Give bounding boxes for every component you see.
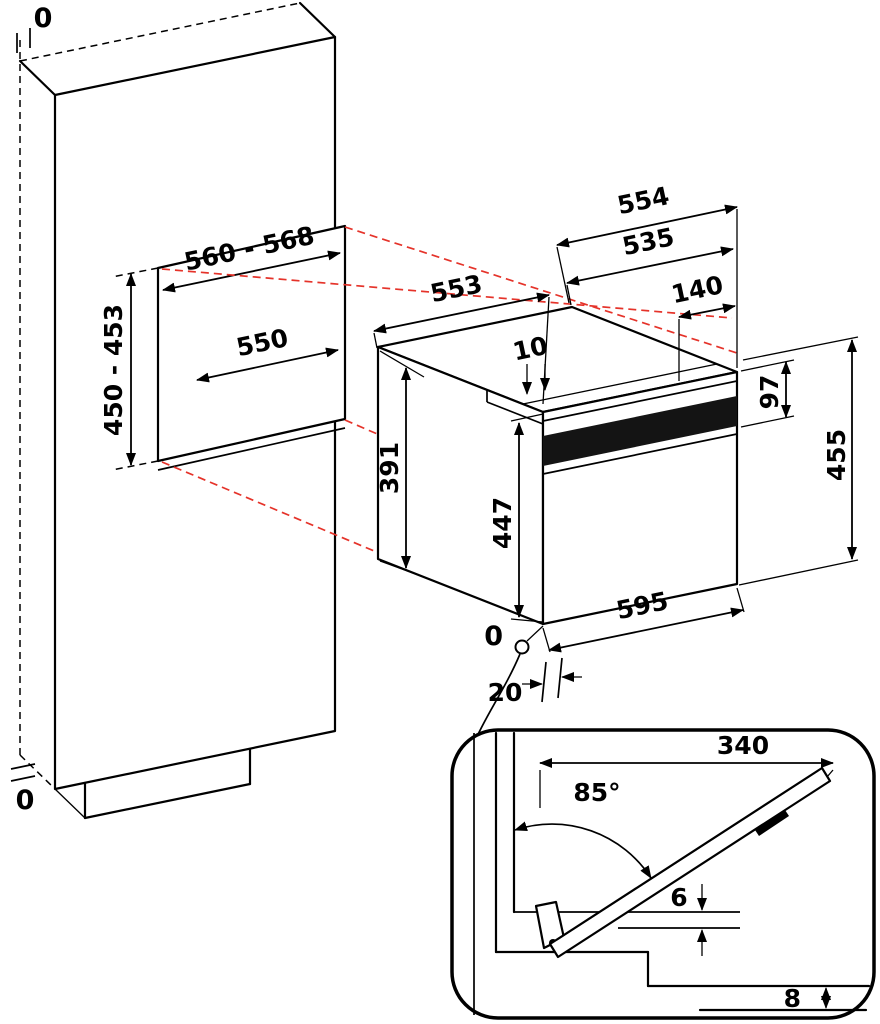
bottom-gap-ticks [10, 763, 36, 782]
detail-view: 85° 340 6 8 [450, 728, 876, 1020]
dim-label-oven-panel-height: 97 [755, 375, 784, 410]
cabinet-top-face [20, 3, 335, 95]
dim-label-niche-height: 450 - 453 [99, 304, 128, 436]
dim-label-oven-top-inner-width: 535 [620, 222, 677, 261]
dim-label-underside-gap: 6 [670, 883, 687, 912]
zero-reference-point [514, 639, 530, 655]
oven-top-notch [486, 390, 544, 425]
cabinet-plinth [54, 747, 252, 820]
dim-label-oven-floor-ref: 0 [484, 621, 503, 652]
dim-label-oven-front-offset: 20 [488, 678, 523, 707]
dim-label-door-angle: 85° [573, 778, 620, 807]
top-gap-ticks [16, 28, 31, 53]
dim-label-oven-total-height: 455 [822, 429, 851, 481]
guide-line-top-right [344, 226, 738, 354]
dim-label-cabinet-bottom-gap: 0 [16, 785, 35, 816]
dim-label-oven-front-height: 447 [488, 497, 517, 549]
niche-floor-lip [157, 427, 346, 471]
dim-label-oven-top-offset: 140 [669, 270, 726, 309]
dim-label-bottom-gap: 8 [784, 984, 801, 1013]
dim-label-door-projection: 340 [717, 731, 769, 760]
door-angle-arc [514, 821, 652, 879]
oven-handle [543, 396, 737, 466]
oven [376, 305, 739, 626]
dim-label-oven-depth: 553 [428, 269, 485, 308]
oven-front-trim [542, 380, 738, 422]
dim-label-oven-top-gap: 10 [510, 331, 550, 367]
dim-label-cabinet-top-gap: 0 [34, 3, 53, 34]
door-handle [755, 810, 789, 836]
dim-label-oven-top-width: 554 [615, 181, 672, 220]
dim-label-oven-body-height: 391 [375, 442, 404, 494]
oven-door-top-line [542, 433, 738, 475]
cabinet-side-face [20, 61, 55, 789]
